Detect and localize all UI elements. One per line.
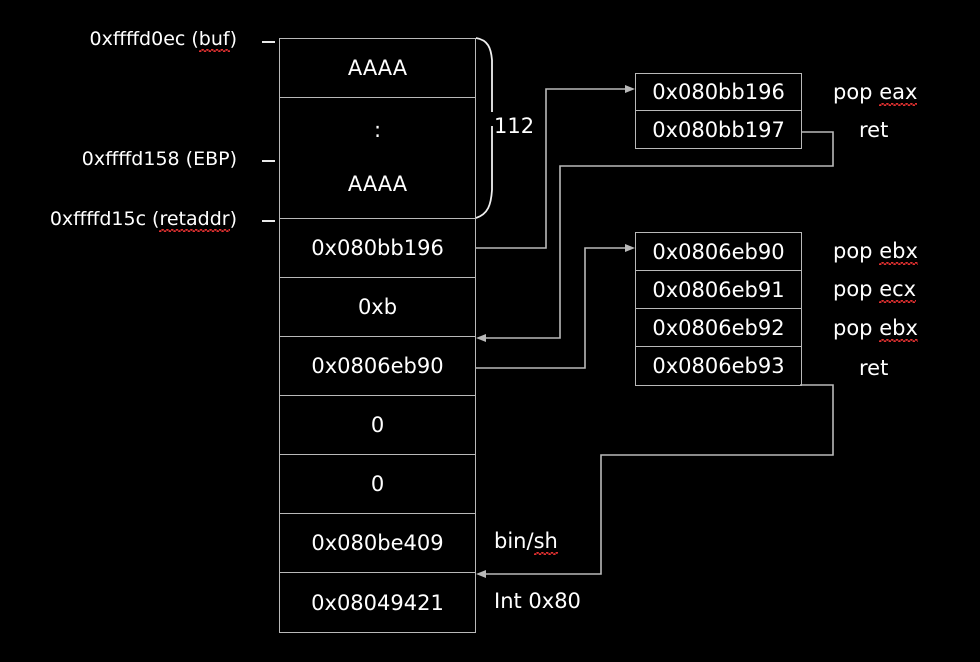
stack-cell-0xb: 0xb (280, 278, 475, 337)
wire-popebx-arrowhead (625, 244, 635, 252)
gadget-mnemonic-pop-ecx: pop ecx (833, 277, 917, 303)
spellcheck-word-ebx-1: ebx (879, 239, 918, 265)
gadget-mnemonic-ret-1: ret (859, 118, 889, 142)
stack-cell-filler-value: AAAA (347, 172, 408, 197)
gadget-mnemonic-pop-ebx-2: pop ebx (833, 316, 918, 342)
wire-box1ret-arrowhead (476, 334, 486, 342)
stack-cell-zero-1: 0 (280, 396, 475, 455)
gadget-row: 0x080bb196 (636, 74, 801, 111)
stack-cell-filler: : AAAA (280, 98, 475, 219)
gadget-mnemonic-pop-eax: pop eax (833, 80, 918, 106)
wire-box2ret-arrowhead (476, 570, 486, 578)
wire-popeax-arrowhead (625, 85, 635, 93)
wire-popeax-to-box1 (476, 88, 628, 249)
tick-ebp (262, 160, 275, 162)
address-label-ebp: 0xffffd158 (EBP) (81, 148, 237, 170)
spellcheck-word-ebx-2: ebx (879, 316, 918, 342)
spellcheck-word-ecx: ecx (879, 277, 917, 303)
gadget-row: 0x0806eb90 (636, 233, 801, 271)
stack-column: AAAA : AAAA 0x080bb196 0xb 0x0806eb90 0 … (279, 38, 476, 633)
address-label-retaddr: 0xffffd15c (retaddr) (49, 208, 237, 232)
stack-cell-int80: 0x08049421 (311, 590, 444, 615)
spellcheck-word-buf: buf (198, 28, 230, 52)
address-label-buf: 0xffffd0ec (buf) (89, 28, 237, 52)
annotation-binsh: bin/sh (494, 529, 559, 555)
gadget-row: 0x0806eb92 (636, 309, 801, 347)
gadget-box-2: 0x0806eb90 0x0806eb91 0x0806eb92 0x0806e… (635, 232, 802, 386)
brace-label-112: 112 (494, 114, 535, 138)
gadget-row: 0x0806eb93 (652, 354, 785, 378)
gadget-mnemonic-ret-2: ret (859, 356, 889, 380)
stack-cell-aaaa-top: AAAA (280, 39, 475, 98)
vertical-ellipsis: : (373, 117, 382, 142)
gadget-mnemonic-pop-ebx-1: pop ebx (833, 239, 918, 265)
stack-cell-binsh: 0x080be409 (280, 514, 475, 573)
stack-cell-popeax: 0x080bb196 (280, 219, 475, 278)
gadget-box-1: 0x080bb196 0x080bb197 (635, 73, 802, 149)
stack-cell-zero-2: 0 (280, 455, 475, 514)
brace-curly (475, 37, 493, 219)
spellcheck-word-eax: eax (879, 80, 918, 106)
spellcheck-word-sh: sh (533, 529, 559, 555)
tick-buf (262, 41, 275, 43)
wire-popebx-to-box2 (476, 247, 628, 369)
gadget-row: 0x0806eb91 (636, 271, 801, 309)
gadget-row: 0x080bb197 (652, 117, 785, 142)
annotation-int80: Int 0x80 (494, 589, 581, 613)
tick-retaddr (262, 220, 275, 222)
stack-cell-popebx: 0x0806eb90 (280, 337, 475, 396)
spellcheck-word-retaddr: retaddr (159, 208, 230, 232)
